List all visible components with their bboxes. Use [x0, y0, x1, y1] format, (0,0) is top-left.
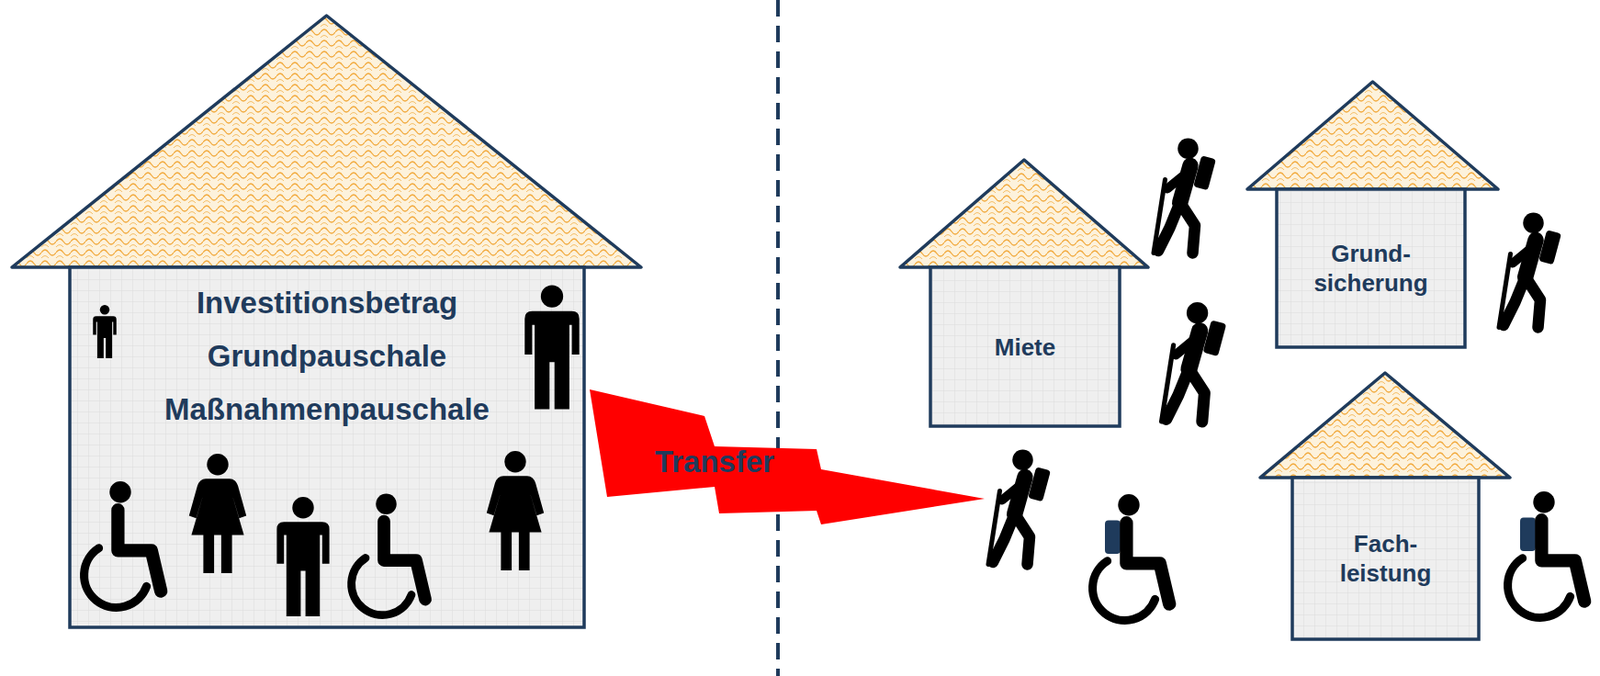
person-icon: [92, 304, 117, 359]
text-area: Miete: [930, 267, 1120, 427]
house-body: [1292, 477, 1479, 640]
node-text: Miete: [994, 332, 1056, 362]
person-icon: [524, 285, 579, 410]
house-outline: [900, 159, 1149, 427]
person-icon: [486, 450, 544, 571]
node-text: Grundpauschale: [207, 329, 447, 384]
node-text: Investitionsbetrag: [196, 276, 458, 330]
house-outline: [1260, 372, 1510, 640]
hiker-icon: [1498, 213, 1562, 328]
person-icon: [189, 453, 247, 574]
wheelchair-icon: [351, 494, 426, 616]
text-area: InvestitionsbetragGrundpauschaleMaßnahme…: [69, 276, 585, 437]
hiker-icon: [1161, 302, 1228, 422]
text-area: Grund- sicherung: [1276, 189, 1465, 348]
house-body: [1276, 189, 1465, 348]
hiker-icon: [988, 450, 1051, 565]
arrow-label: Transfer: [654, 444, 775, 480]
house-outline: [11, 15, 642, 628]
house-outline: [1247, 81, 1499, 348]
node-text: Grund- sicherung: [1302, 238, 1441, 298]
house-roof: [900, 159, 1149, 268]
text-area: Fach- leistung: [1292, 477, 1479, 640]
wheelchair-icon: [1508, 491, 1586, 618]
house-body: [69, 267, 585, 628]
transfer-lightning: [589, 389, 985, 525]
node-text: Maßnahmenpauschale: [164, 383, 490, 437]
node-text: Fach- leistung: [1317, 529, 1455, 588]
house-roof: [11, 15, 642, 268]
house-roof: [1260, 372, 1510, 478]
divider-line: [776, 0, 780, 676]
house-body: [930, 267, 1120, 427]
person-icon: [276, 496, 329, 617]
house-roof: [1247, 81, 1499, 190]
wheelchair-icon: [84, 481, 162, 608]
wheelchair-icon: [1092, 494, 1171, 620]
small-house-node: Grund- sicherung: [1247, 81, 1499, 348]
small-house-node: Miete: [900, 159, 1149, 427]
hiker-icon: [1153, 138, 1217, 254]
house-node: InvestitionsbetragGrundpauschaleMaßnahme…: [11, 15, 642, 628]
small-house-node: Fach- leistung: [1260, 372, 1510, 640]
